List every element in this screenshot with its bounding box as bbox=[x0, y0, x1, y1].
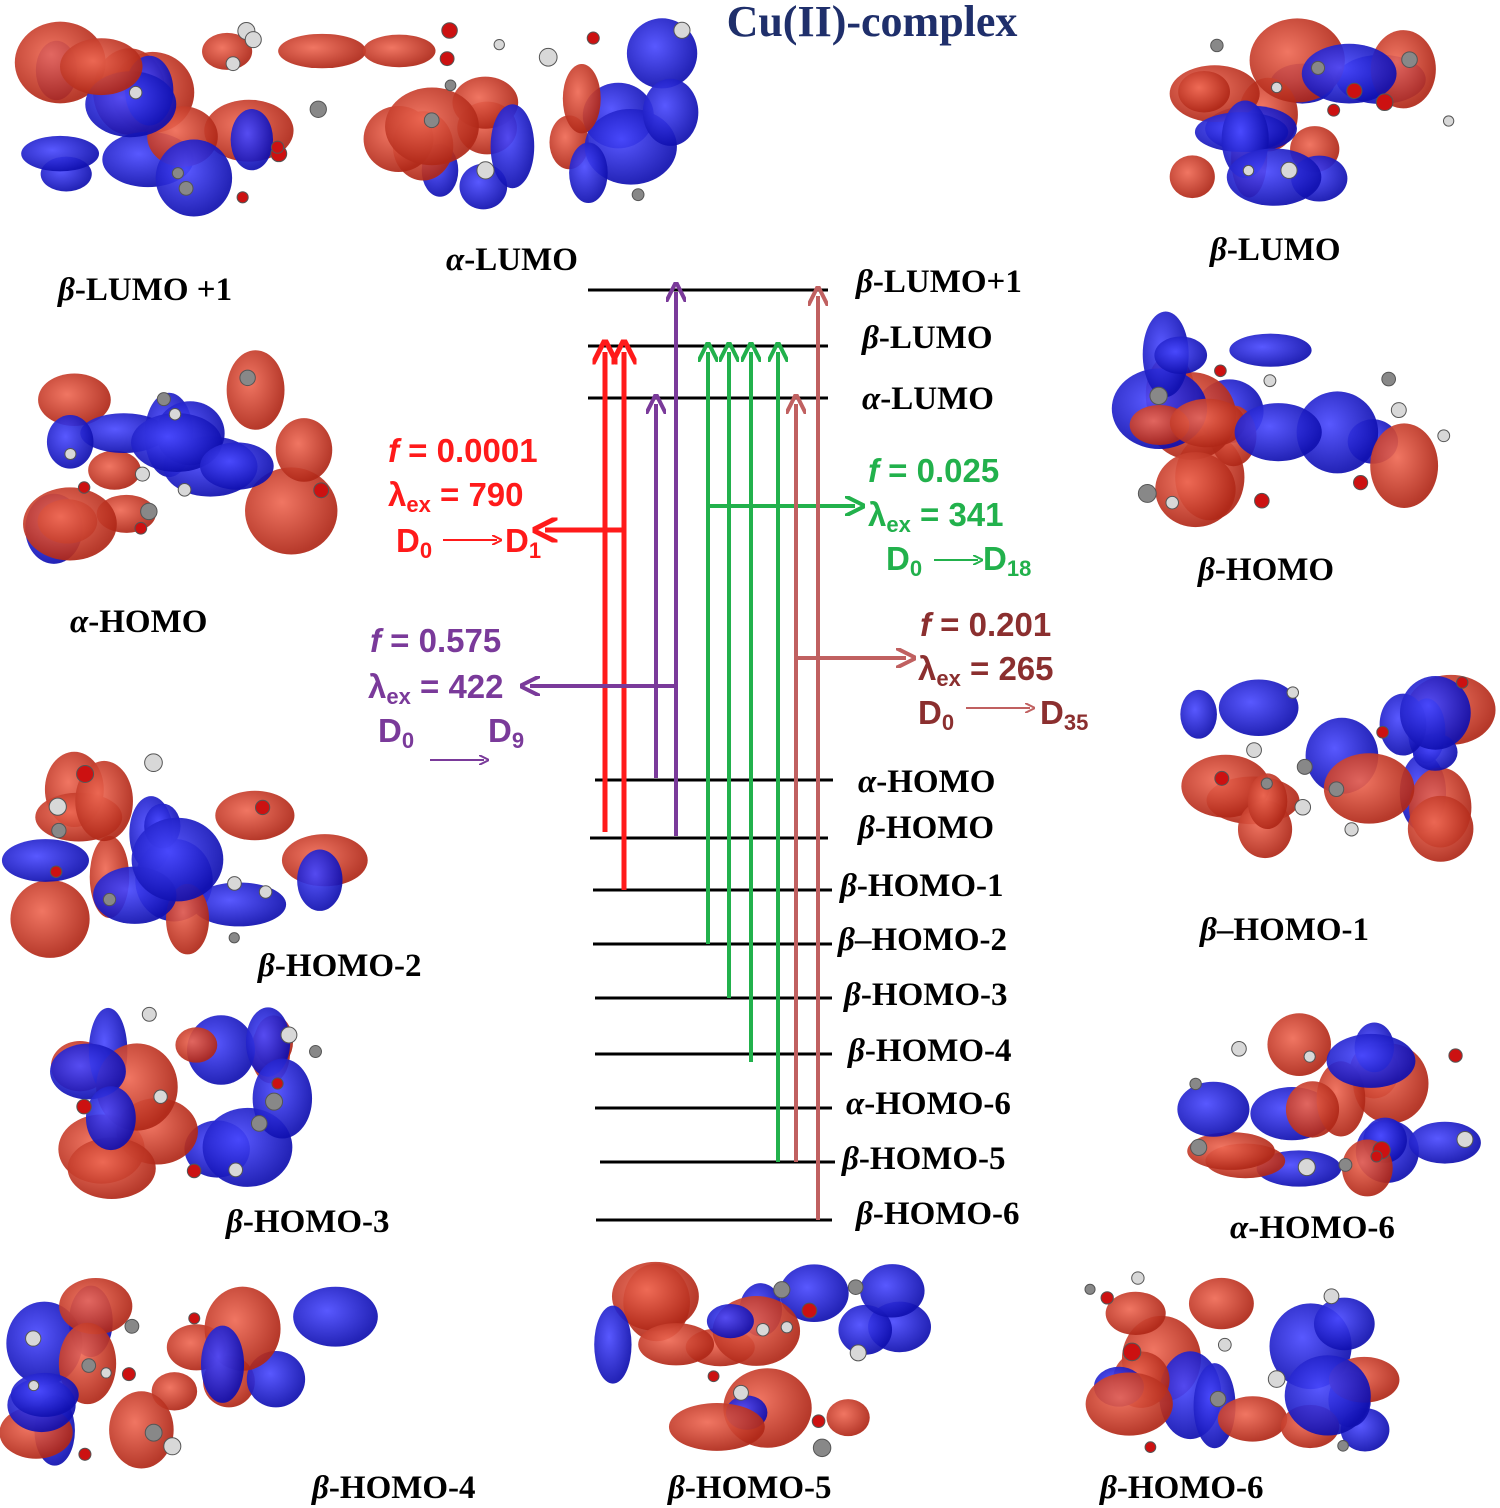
caption-b-lumo: β-LUMO bbox=[1208, 232, 1341, 268]
state-end-brown: D35 bbox=[1040, 694, 1088, 735]
wavelength-green: λex = 341 bbox=[868, 496, 1004, 537]
annotation-brown: f = 0.201 λex = 265 D0 D35 bbox=[918, 606, 1088, 735]
level-labels: β-LUMO+1 β-LUMO α-LUMO α-HOMO β-HOMO β-H… bbox=[836, 264, 1022, 1232]
orbital-picture-a-homo6 bbox=[1177, 1013, 1481, 1197]
figure-title: Cu(II)-complex bbox=[727, 0, 1018, 46]
transition-arrows-purple bbox=[530, 292, 676, 836]
state-end-green: D18 bbox=[983, 540, 1031, 581]
transition-arrows-green bbox=[708, 352, 855, 1162]
level-label-a-homo6: α-HOMO-6 bbox=[846, 1086, 1011, 1122]
level-label-a-lumo: α-LUMO bbox=[862, 381, 994, 417]
caption-b-homo4: β-HOMO-4 bbox=[310, 1470, 476, 1506]
level-label-b-homo3: β-HOMO-3 bbox=[842, 977, 1008, 1013]
caption-b-homo5: β-HOMO-5 bbox=[666, 1470, 832, 1506]
level-label-b-homo1: β-HOMO-1 bbox=[838, 868, 1004, 904]
orbital-picture-b-homo1 bbox=[1180, 674, 1496, 862]
orbital-picture-b-lumo1 bbox=[14, 21, 367, 217]
orbital-picture-a-homo bbox=[23, 350, 338, 564]
level-label-b-lumo1: β-LUMO+1 bbox=[854, 264, 1022, 300]
orbital-picture-b-homo2 bbox=[1, 751, 368, 958]
wavelength-red: λex = 790 bbox=[388, 476, 524, 517]
level-label-b-homo4: β-HOMO-4 bbox=[846, 1033, 1012, 1069]
caption-b-homo1: β–HOMO-1 bbox=[1198, 912, 1369, 948]
caption-a-homo6: α-HOMO-6 bbox=[1230, 1210, 1395, 1246]
orbital-picture-b-homo6 bbox=[1084, 1271, 1400, 1454]
level-label-b-homo5: β-HOMO-5 bbox=[840, 1141, 1006, 1177]
annotation-red: f = 0.0001 λex = 790 D0 D1 bbox=[388, 432, 541, 563]
oscillator-strength-green: f = 0.025 bbox=[868, 452, 999, 489]
state-start-brown: D0 bbox=[918, 694, 954, 735]
state-end-red: D1 bbox=[505, 522, 541, 563]
annotation-green: f = 0.025 λex = 341 D0 D18 bbox=[868, 452, 1031, 581]
orbital-picture-b-homo bbox=[1111, 311, 1451, 528]
state-start-purple: D0 bbox=[378, 712, 414, 753]
level-label-b-lumo: β-LUMO bbox=[860, 320, 993, 356]
caption-b-homo: β-HOMO bbox=[1196, 552, 1334, 588]
state-end-purple: D9 bbox=[488, 712, 524, 753]
transition-arrows-red bbox=[545, 352, 624, 890]
caption-b-homo3: β-HOMO-3 bbox=[224, 1204, 390, 1240]
oscillator-strength-brown: f = 0.201 bbox=[920, 606, 1051, 643]
orbital-images bbox=[0, 18, 1496, 1469]
orbital-captions: β-LUMO +1 α-LUMO β-LUMO α-HOMO β-HOMO β-… bbox=[56, 232, 1395, 1506]
state-start-red: D0 bbox=[396, 522, 432, 563]
level-label-a-homo: α-HOMO bbox=[858, 764, 995, 800]
orbital-picture-b-homo5 bbox=[594, 1261, 932, 1458]
wavelength-brown: λex = 265 bbox=[918, 650, 1054, 691]
orbital-picture-b-homo4 bbox=[0, 1278, 378, 1469]
level-label-b-homo6: β-HOMO-6 bbox=[854, 1196, 1020, 1232]
level-label-b-homo2: β–HOMO-2 bbox=[836, 922, 1007, 958]
oscillator-strength-purple: f = 0.575 bbox=[370, 622, 501, 659]
oscillator-strength-red: f = 0.0001 bbox=[388, 432, 538, 469]
caption-b-homo6: β-HOMO-6 bbox=[1098, 1470, 1264, 1506]
transition-arrows-brown bbox=[796, 296, 906, 1220]
orbital-picture-b-lumo bbox=[1169, 18, 1455, 206]
caption-a-homo: α-HOMO bbox=[70, 604, 207, 640]
level-label-b-homo: β-HOMO bbox=[856, 810, 994, 846]
orbital-picture-b-homo3 bbox=[50, 1006, 322, 1199]
orbital-picture-a-lumo bbox=[362, 18, 699, 210]
wavelength-purple: λex = 422 bbox=[368, 668, 504, 709]
annotation-purple: f = 0.575 λex = 422 D0 D9 bbox=[368, 622, 524, 760]
caption-b-lumo1: β-LUMO +1 bbox=[56, 272, 232, 308]
caption-b-homo2: β-HOMO-2 bbox=[256, 948, 422, 984]
state-start-green: D0 bbox=[886, 540, 922, 581]
caption-a-lumo: α-LUMO bbox=[446, 242, 578, 278]
